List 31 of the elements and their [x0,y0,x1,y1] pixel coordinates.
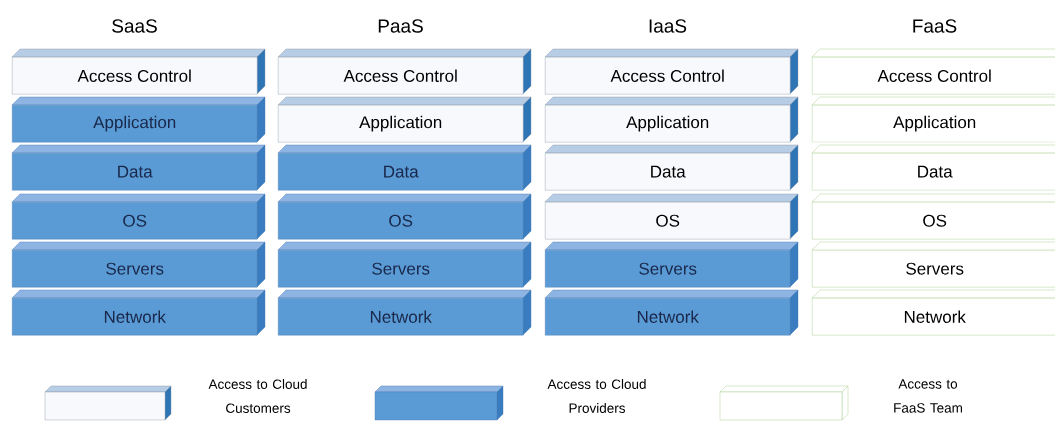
layer-block: Access Control [277,48,532,95]
legend-text: Access to Cloud Customers [208,379,307,413]
layer-block: Network [544,289,799,336]
layer-block: Servers [277,241,532,288]
column-heading: SaaS [112,19,157,33]
layer-block: Servers [811,241,1055,288]
layer-block: Application [277,96,532,143]
layer-block: Data [544,144,799,191]
layer-block: Network [11,289,266,336]
layer-block: Network [811,289,1055,336]
layer-block: Servers [11,241,266,288]
column-heading: IaaS [649,19,687,33]
layer-block: Application [811,96,1055,143]
legend-text: Access to Cloud Providers [547,379,646,413]
column-heading: PaaS [378,19,423,33]
layer-block: Access Control [544,48,799,95]
layer-block: Data [277,144,532,191]
layer-block: Access Control [11,48,266,95]
layer-block: Servers [544,241,799,288]
layer-block: OS [811,193,1055,240]
legend-text: Access to FaaS Team [894,379,962,413]
layer-block: Network [277,289,532,336]
layer-block: OS [544,193,799,240]
layer-block: OS [277,193,532,240]
layer-block: Application [11,96,266,143]
layer-block: Data [811,144,1055,191]
layer-block: Data [11,144,266,191]
layer-block: OS [11,193,266,240]
layer-block: Application [544,96,799,143]
layer-block: Access Control [811,48,1055,95]
column-heading: FaaS [913,19,957,33]
